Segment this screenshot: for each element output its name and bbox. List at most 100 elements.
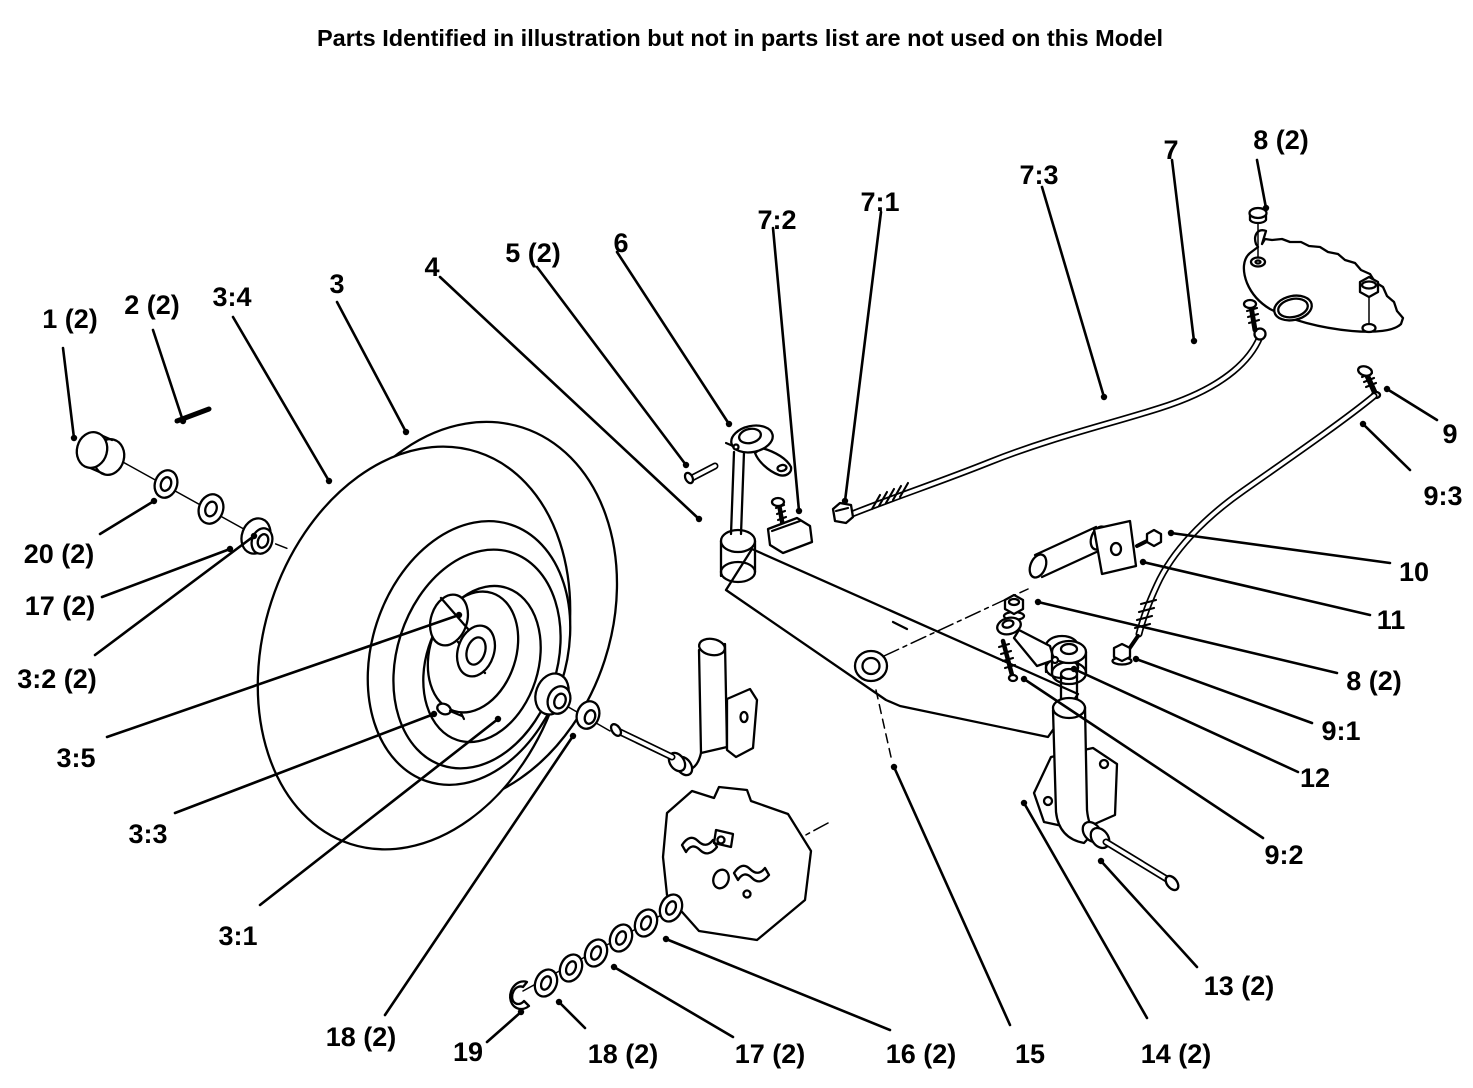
leader-dot [1262,204,1270,212]
kingpin-shaft [729,450,746,536]
leader-line [615,250,731,426]
leader-dot [250,532,258,540]
leader-line [1099,859,1199,969]
leader-line [1169,531,1392,565]
leader-line [1072,667,1300,774]
leader-line [1141,560,1372,617]
callout-label: 3:3 [128,819,167,849]
figure-note: Parts Identified in illustration but not… [317,25,1163,51]
callout-label: 3:4 [212,282,251,312]
leader-dot [1020,675,1028,683]
leader-dot [1034,598,1042,606]
leader-line [771,226,801,513]
pivot-tube-assembly [1028,519,1163,579]
leader-line [1022,801,1149,1020]
leader-dot [662,935,670,943]
arm-boss [1050,639,1088,686]
leader-dot [1359,420,1367,428]
leader-line [1385,387,1439,422]
leader-dot [1383,385,1391,393]
link-clamp [766,516,814,555]
bearing-right [534,672,572,716]
leader-dot [1020,799,1028,807]
right-hub-hardware [534,672,601,730]
left-kingpin-boss [719,528,757,584]
leader-line [61,346,76,440]
callout-label: 8 (2) [1253,125,1309,155]
spring-bolt-lower [997,638,1019,683]
washer [558,953,584,983]
callout-label: 15 [1015,1039,1045,1069]
leader-dot [226,545,234,553]
callout-label: 3:1 [218,921,257,951]
callout-label: 17 (2) [25,591,96,621]
callout-label: 20 (2) [24,539,95,569]
washer [533,968,559,998]
leader-dot [517,1008,525,1016]
callout-label: 9 [1442,419,1457,449]
callout-label: 16 (2) [886,1039,957,1069]
leader-dot [841,497,849,505]
leader-line [1170,158,1196,343]
leader-line [151,328,185,423]
leader-line [485,1010,523,1044]
leader-line [1255,158,1268,210]
washer-20 [153,469,179,499]
leader-line [258,717,500,907]
leader-line [438,275,701,521]
leader-dot [150,497,158,505]
callout-label: 2 (2) [124,290,180,320]
callout-label: 14 (2) [1141,1039,1212,1069]
left-spindle [609,450,759,777]
callout-label: 3 [329,269,344,299]
callout-label: 3:5 [56,743,95,773]
callout-label: 1 (2) [42,304,98,334]
leader-dot [695,515,703,523]
leader-dot [325,477,333,485]
callout-label: 3:2 (2) [17,664,97,694]
leader-line [664,937,892,1032]
drag-link [766,327,1267,555]
leader-lines [61,158,1439,1044]
leader-dot [725,420,733,428]
callout-label: 18 (2) [326,1022,397,1052]
hub-cap [75,431,126,476]
leader-line [383,734,575,1017]
bolt-10 [1135,528,1163,548]
leader-dot [1100,393,1108,401]
leader-dot [1139,558,1147,566]
leader-line [612,965,735,1039]
jam-nut [831,501,855,525]
leader-dot [1167,529,1175,537]
leader-dot [1132,655,1140,663]
spring-bolt-upper [1242,298,1261,333]
callout-label: 17 (2) [735,1039,806,1069]
callout-label: 8 (2) [1346,666,1402,696]
leader-dot [682,461,690,469]
leader-line [1361,422,1412,472]
leader-dot [494,715,502,723]
callout-label: 4 [424,252,439,282]
callout-label: 10 [1399,557,1429,587]
leader-line [173,712,436,815]
leader-dot [569,732,577,740]
leader-line [98,499,156,536]
leader-line [535,265,688,467]
washer-18-right [575,700,601,730]
callout-label: 12 [1300,763,1330,793]
leader-line [231,315,331,483]
callout-label: 7:3 [1019,160,1058,190]
steering-arm [724,424,793,477]
leader-line [892,765,1012,1027]
washer [583,938,609,968]
leader-line [1036,600,1339,675]
callout-label: 9:3 [1423,481,1462,511]
leader-dot [402,428,410,436]
leader-line [1022,677,1265,840]
callout-label: 5 (2) [505,238,561,268]
callout-label: 6 [613,228,628,258]
callout-label: 7:1 [860,187,899,217]
washer [608,923,634,953]
leader-line [100,547,232,599]
